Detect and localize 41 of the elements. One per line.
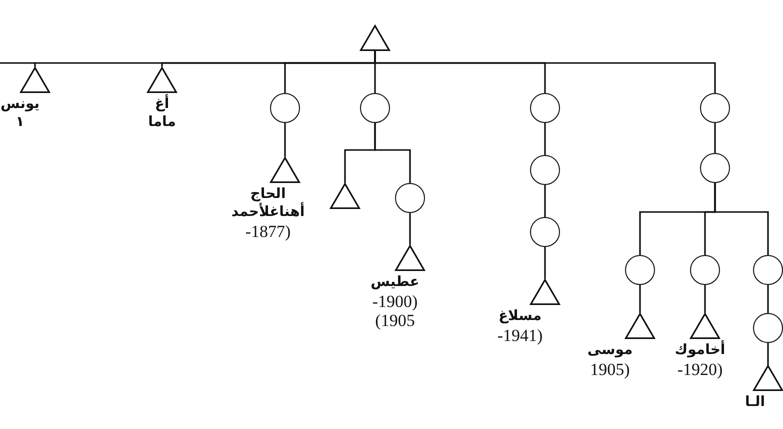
circle-symbol: [360, 93, 390, 123]
circle-symbol: [753, 313, 783, 343]
date-label: -1941): [497, 327, 543, 346]
person-name: موسى: [587, 343, 633, 358]
descent-line: [704, 285, 706, 313]
descent-line: [767, 343, 769, 365]
descent-line: [409, 213, 411, 245]
descent-line: [284, 123, 286, 157]
triangle-symbol: [360, 25, 390, 51]
descent-line: [767, 285, 769, 313]
descent-line: [544, 247, 546, 279]
circle-symbol: [700, 93, 730, 123]
person-name: عطيس: [370, 275, 420, 290]
person-name: ماما: [148, 115, 176, 130]
triangle-symbol: [330, 183, 360, 209]
descent-line: [544, 185, 546, 217]
descent-line: [544, 123, 546, 155]
date-label: -1920): [677, 361, 723, 380]
date-label: -1877): [245, 223, 291, 242]
circle-symbol: [625, 255, 655, 285]
circle-symbol: [700, 153, 730, 183]
date-label: 1905): [590, 361, 630, 380]
circle-symbol: [690, 255, 720, 285]
person-name: ١: [16, 115, 24, 130]
descent-line: [639, 285, 641, 313]
circle-symbol: [270, 93, 300, 123]
descent-line: [374, 51, 716, 93]
date-label: -1900): [372, 293, 418, 312]
person-name: مسلاغ: [498, 309, 542, 324]
date-label: (1905: [375, 312, 415, 331]
person-name: الـا: [744, 395, 766, 410]
descent-line: [714, 183, 769, 255]
descent-line: [374, 123, 411, 183]
person-name: يونس: [0, 97, 40, 112]
circle-symbol: [530, 155, 560, 185]
circle-symbol: [530, 217, 560, 247]
circle-symbol: [395, 183, 425, 213]
circle-symbol: [753, 255, 783, 285]
descent-line: [714, 123, 716, 153]
person-name: الحاج: [250, 187, 286, 202]
circle-symbol: [530, 93, 560, 123]
